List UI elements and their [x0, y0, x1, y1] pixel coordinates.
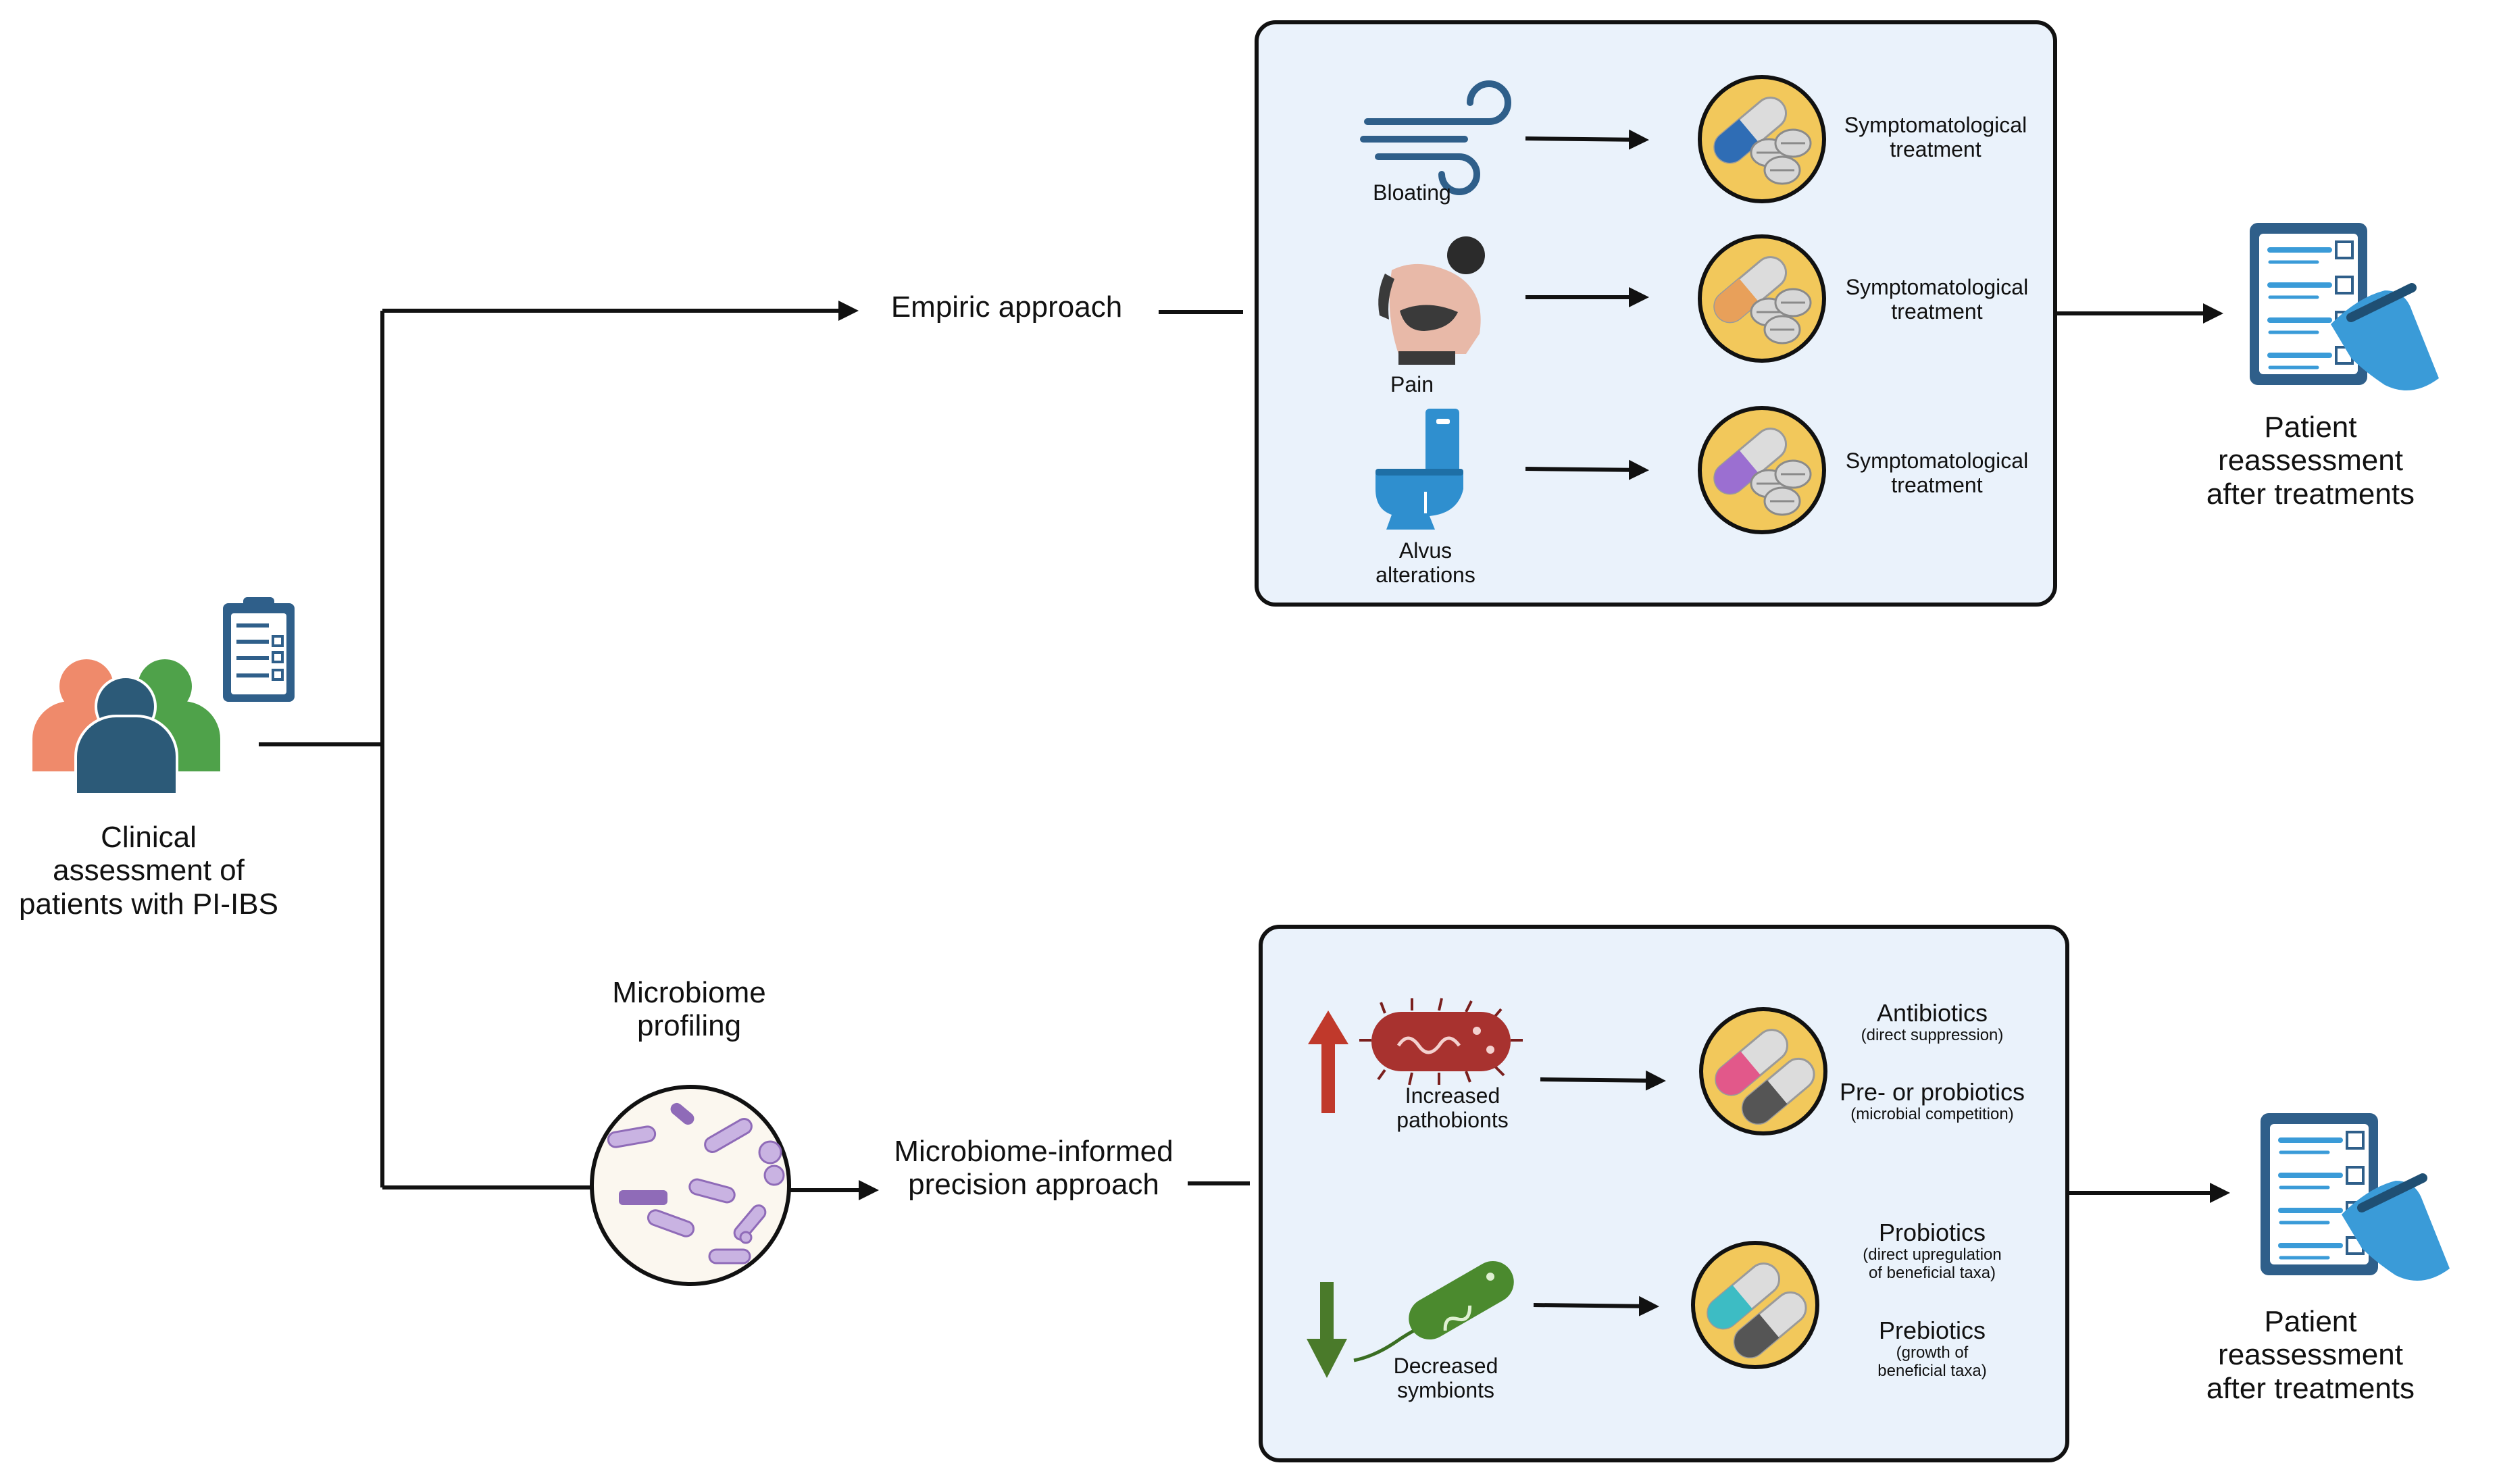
pill-icon-symbionts — [1691, 1241, 1819, 1369]
precision-outcome-label: Patient reassessment after treatments — [2206, 1305, 2415, 1405]
checklist-icon-empiric — [2250, 223, 2439, 390]
symptom-label-pain: Pain — [1390, 372, 1434, 396]
pill-icon-bloating — [1698, 75, 1826, 203]
pill-icon-pain — [1698, 234, 1826, 363]
treatment-label-alvus: Symptomatological treatment — [1845, 449, 2029, 497]
empiric-outcome-label: Patient reassessment after treatments — [2206, 411, 2415, 511]
treatment-antibiotics: Antibiotics (direct suppression) — [1861, 999, 2004, 1045]
people-icon — [32, 659, 220, 796]
arrow-down-icon — [1307, 1282, 1347, 1378]
toilet-icon — [1375, 409, 1463, 530]
wind-icon — [1360, 80, 1511, 195]
person-pain-icon — [1378, 236, 1485, 365]
treatment-prebiotics: Prebiotics (growth of beneficial taxa) — [1877, 1316, 1987, 1381]
treatment-pre-or-probiotics: Pre- or probiotics (microbial competitio… — [1839, 1078, 2025, 1124]
treatment-probiotics: Probiotics (direct upregulation of benef… — [1863, 1219, 2002, 1283]
checklist-icon-precision — [2261, 1113, 2450, 1281]
symptom-label-alvus: Alvus alterations — [1375, 538, 1475, 587]
precision-approach-label: Microbiome-informed precision approach — [894, 1135, 1173, 1202]
connector-lines — [259, 129, 2230, 1316]
treatment-label-bloating: Symptomatological treatment — [1844, 113, 2027, 161]
treatment-label-pain: Symptomatological treatment — [1845, 275, 2029, 324]
clipboard-icon — [223, 597, 295, 702]
bacterium-icon-symbiont — [1353, 1261, 1514, 1362]
pill-icon-alvus — [1698, 406, 1826, 534]
arrow-up-icon — [1308, 1010, 1348, 1113]
group-label-symbionts: Decreased symbionts — [1393, 1354, 1498, 1402]
empiric-approach-label: Empiric approach — [890, 290, 1123, 324]
start-label: Clinical assessment of patients with PI-… — [19, 821, 278, 921]
profiling-label: Microbiome profiling — [612, 976, 766, 1043]
pill-icon-pathobionts — [1699, 1007, 1827, 1135]
group-label-pathobionts: Increased pathobionts — [1396, 1083, 1509, 1132]
symptom-label-bloating: Bloating — [1373, 180, 1451, 205]
bacterium-icon-pathobiont — [1359, 998, 1523, 1085]
microscope-view-icon — [590, 1085, 791, 1286]
